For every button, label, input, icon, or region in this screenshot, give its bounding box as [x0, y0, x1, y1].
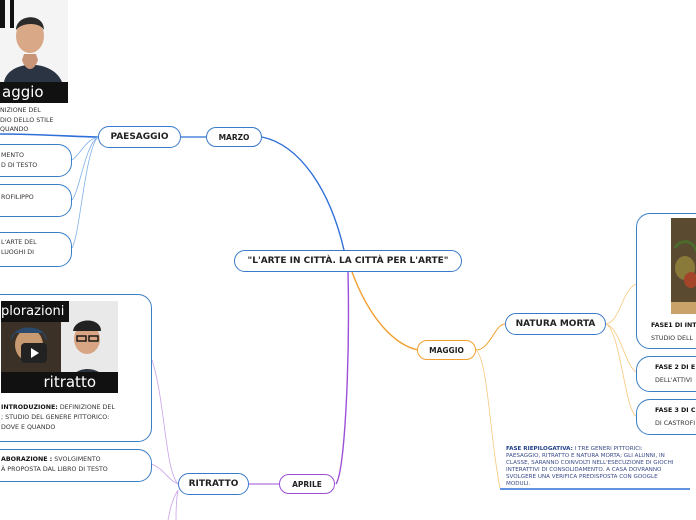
- connector-paesaggio-c2: [71, 136, 99, 201]
- paesaggio-video-line-2: DIO DELLO STILE: [0, 116, 54, 124]
- connector-natura-fase3: [605, 323, 637, 417]
- ritratto-intro-line-3: DOVE E QUANDO: [1, 424, 56, 431]
- paesaggio-card-1-line-1: MENTO: [1, 152, 24, 159]
- ritratto-intro-text: INTRODUZIONE: DEFINIZIONE DEL ; STUDIO D…: [1, 403, 115, 433]
- month-aprile-label: APRILE: [292, 479, 322, 489]
- paesaggio-video-line-3: QUANDO: [0, 126, 29, 133]
- ritratto-intro-bold: INTRODUZIONE:: [1, 404, 58, 411]
- paesaggio-card-2-line-1: ROFILIPPO: [1, 194, 34, 201]
- riepilogo-line-5: SVOLGERE UNA VERIFICA PREDISPOSTA CON GO…: [506, 474, 658, 480]
- ritratto-video-top-bar: plorazioni: [1, 301, 69, 322]
- paesaggio-video-line-1: NIZIONE DEL: [0, 107, 41, 114]
- ritratto-intro-line-2: ; STUDIO DEL GENERE PITTORICO:: [1, 414, 110, 421]
- ritratto-elab-bold: ABORAZIONE :: [1, 456, 53, 463]
- still-life-painting: [671, 218, 696, 314]
- paesaggio-card-3-line-2: LUOGHI DI: [1, 249, 34, 256]
- riepilogo-bold: FASE RIEPILOGATIVA:: [506, 446, 573, 452]
- connector-paesaggio-video: [0, 133, 99, 138]
- connector-maggio-natura: [475, 323, 506, 351]
- connector-paesaggio-c1: [71, 136, 99, 161]
- riepilogo-line-2: PAESAGGIO, RITRATTO E NATURA MORTA; GLI …: [506, 453, 665, 459]
- natura-fase1-card[interactable]: FASE1 DI INT STUDIO DELL: [636, 213, 696, 349]
- play-icon[interactable]: [21, 343, 47, 363]
- riepilogo-line-3: CLASSE, SARANNO COINVOLTI NELL'ESECUZION…: [506, 460, 674, 466]
- natura-fase3-line-2: DI CASTROFI: [655, 420, 696, 427]
- ritratto-video-card[interactable]: plorazioni ritratto INTRODUZIONE: DEFINI…: [0, 294, 152, 442]
- topic-ritratto[interactable]: RITRATTO: [178, 473, 249, 495]
- paesaggio-card-2[interactable]: ROFILIPPO: [0, 184, 72, 217]
- month-marzo[interactable]: MARZO: [206, 127, 262, 147]
- ritratto-elab-card[interactable]: ABORAZIONE : SVOLGIMENTO À PROPOSTA DAL …: [0, 449, 152, 482]
- paesaggio-card-3[interactable]: L'ARTE DEL LUOGHI DI: [0, 232, 72, 267]
- natura-fase1-line-1: FASE1 DI INT: [651, 322, 696, 329]
- connector-ritratto-elab: [151, 463, 179, 485]
- connector-ritratto-down2: [175, 489, 179, 520]
- connector-center-aprile: [335, 271, 350, 485]
- ritratto-intro-line-1: DEFINIZIONE DEL: [57, 404, 115, 411]
- month-maggio[interactable]: MAGGIO: [417, 340, 476, 360]
- month-marzo-label: MARZO: [218, 132, 250, 142]
- connector-maggio-riepilogo: [475, 349, 501, 489]
- connector-center-maggio: [351, 271, 419, 351]
- topic-ritratto-label: RITRATTO: [188, 479, 239, 489]
- ritratto-elab-line-2: À PROPOSTA DAL LIBRO DI TESTO: [1, 466, 108, 473]
- natura-fase2-card[interactable]: FASE 2 DI E DELL'ATTIVI: [636, 356, 696, 392]
- paesaggio-card-1[interactable]: MENTO D DI TESTO: [0, 144, 72, 177]
- natura-fase3-card[interactable]: FASE 3 DI C DI CASTROFI: [636, 399, 696, 435]
- ritratto-elab-line-1: SVOLGIMENTO: [52, 456, 101, 463]
- ritratto-video-bottom-label: ritratto: [43, 373, 96, 391]
- topic-paesaggio-label: PAESAGGIO: [110, 132, 169, 142]
- paesaggio-card-3-line-1: L'ARTE DEL: [1, 239, 37, 246]
- natura-fase2-line-1: FASE 2 DI E: [655, 364, 696, 371]
- connector-ritratto-down1: [167, 489, 179, 520]
- ritratto-video-bottom-bar: ritratto: [1, 372, 118, 393]
- month-maggio-label: MAGGIO: [429, 345, 464, 355]
- connector-natura-fase1: [605, 283, 637, 325]
- riepilogo-line-1: I TRE GENERI PITTORICI:: [572, 446, 643, 452]
- paesaggio-card-1-line-2: D DI TESTO: [1, 162, 38, 169]
- central-topic-label: "L'ARTE IN CITTÀ. LA CITTÀ PER L'ARTE": [247, 256, 449, 266]
- riepilogo-note[interactable]: FASE RIEPILOGATIVA: I TRE GENERI PITTORI…: [506, 446, 673, 488]
- connector-ritratto-video: [151, 359, 179, 485]
- central-topic[interactable]: "L'ARTE IN CITTÀ. LA CITTÀ PER L'ARTE": [234, 250, 462, 272]
- connector-center-marzo: [261, 136, 345, 251]
- connector-natura-fase2: [605, 323, 637, 373]
- paesaggio-video-text: NIZIONE DEL DIO DELLO STILE QUANDO: [0, 106, 53, 135]
- natura-fase2-line-2: DELL'ATTIVI: [655, 377, 692, 384]
- month-aprile[interactable]: APRILE: [279, 474, 335, 494]
- paesaggio-video-title-bar: aggio: [0, 82, 68, 103]
- natura-fase3-line-1: FASE 3 DI C: [655, 407, 696, 414]
- topic-natura-morta-label: NATURA MORTA: [515, 319, 596, 329]
- paesaggio-video-card[interactable]: aggio NIZIONE DEL DIO DELLO STILE QUANDO: [0, 0, 72, 135]
- topic-natura-morta[interactable]: NATURA MORTA: [505, 313, 606, 335]
- connector-paesaggio-c3: [71, 136, 99, 249]
- topic-paesaggio[interactable]: PAESAGGIO: [98, 126, 181, 148]
- natura-fase1-line-2: STUDIO DELL: [651, 335, 693, 342]
- riepilogo-line-4: INTERATTIVI DI CONSOLIDAMENTO. A CASA DO…: [506, 467, 662, 473]
- paesaggio-video-title: aggio: [2, 83, 44, 101]
- ritratto-video-top-label: plorazioni: [1, 304, 65, 319]
- riepilogo-line-6: MODULI.: [506, 481, 531, 487]
